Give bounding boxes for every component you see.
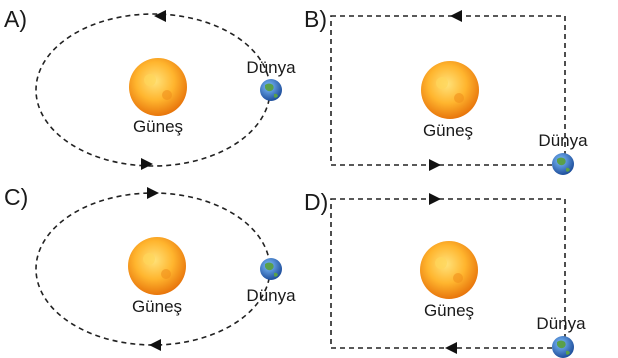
panel-c: C) Güneş Dünya — [4, 184, 296, 351]
arrow-right-icon — [429, 159, 441, 171]
earth-icon — [552, 153, 574, 175]
sun-label: Güneş — [423, 121, 473, 140]
sun-label: Güneş — [132, 297, 182, 316]
sun-icon — [128, 237, 186, 295]
earth-icon — [260, 258, 282, 280]
option-letter: C) — [4, 184, 28, 210]
arrow-left-icon — [154, 10, 166, 22]
option-letter: A) — [4, 6, 27, 32]
option-letter: B) — [304, 6, 327, 32]
arrow-right-icon — [429, 193, 441, 205]
earth-label: Dünya — [538, 131, 588, 150]
earth-label: Dünya — [246, 58, 296, 77]
earth-label: Dünya — [246, 286, 296, 305]
earth-icon — [552, 336, 574, 358]
sun-icon — [129, 58, 187, 116]
sun-label: Güneş — [133, 117, 183, 136]
sun-icon — [421, 61, 479, 119]
arrow-left-icon — [149, 339, 161, 351]
arrow-left-icon — [450, 10, 462, 22]
option-letter: D) — [304, 189, 328, 215]
sun-label: Güneş — [424, 301, 474, 320]
panel-b: B) Güneş Dünya — [304, 6, 588, 175]
panel-a: A) Güneş Dünya — [4, 6, 296, 170]
sun-icon — [420, 241, 478, 299]
rectangular-orbit-path — [330, 15, 566, 166]
arrow-right-icon — [141, 158, 153, 170]
arrow-right-icon — [147, 187, 159, 199]
earth-label: Dünya — [536, 314, 586, 333]
arrow-left-icon — [445, 342, 457, 354]
earth-icon — [260, 79, 282, 101]
panel-d: D) Güneş Dünya — [304, 189, 586, 358]
